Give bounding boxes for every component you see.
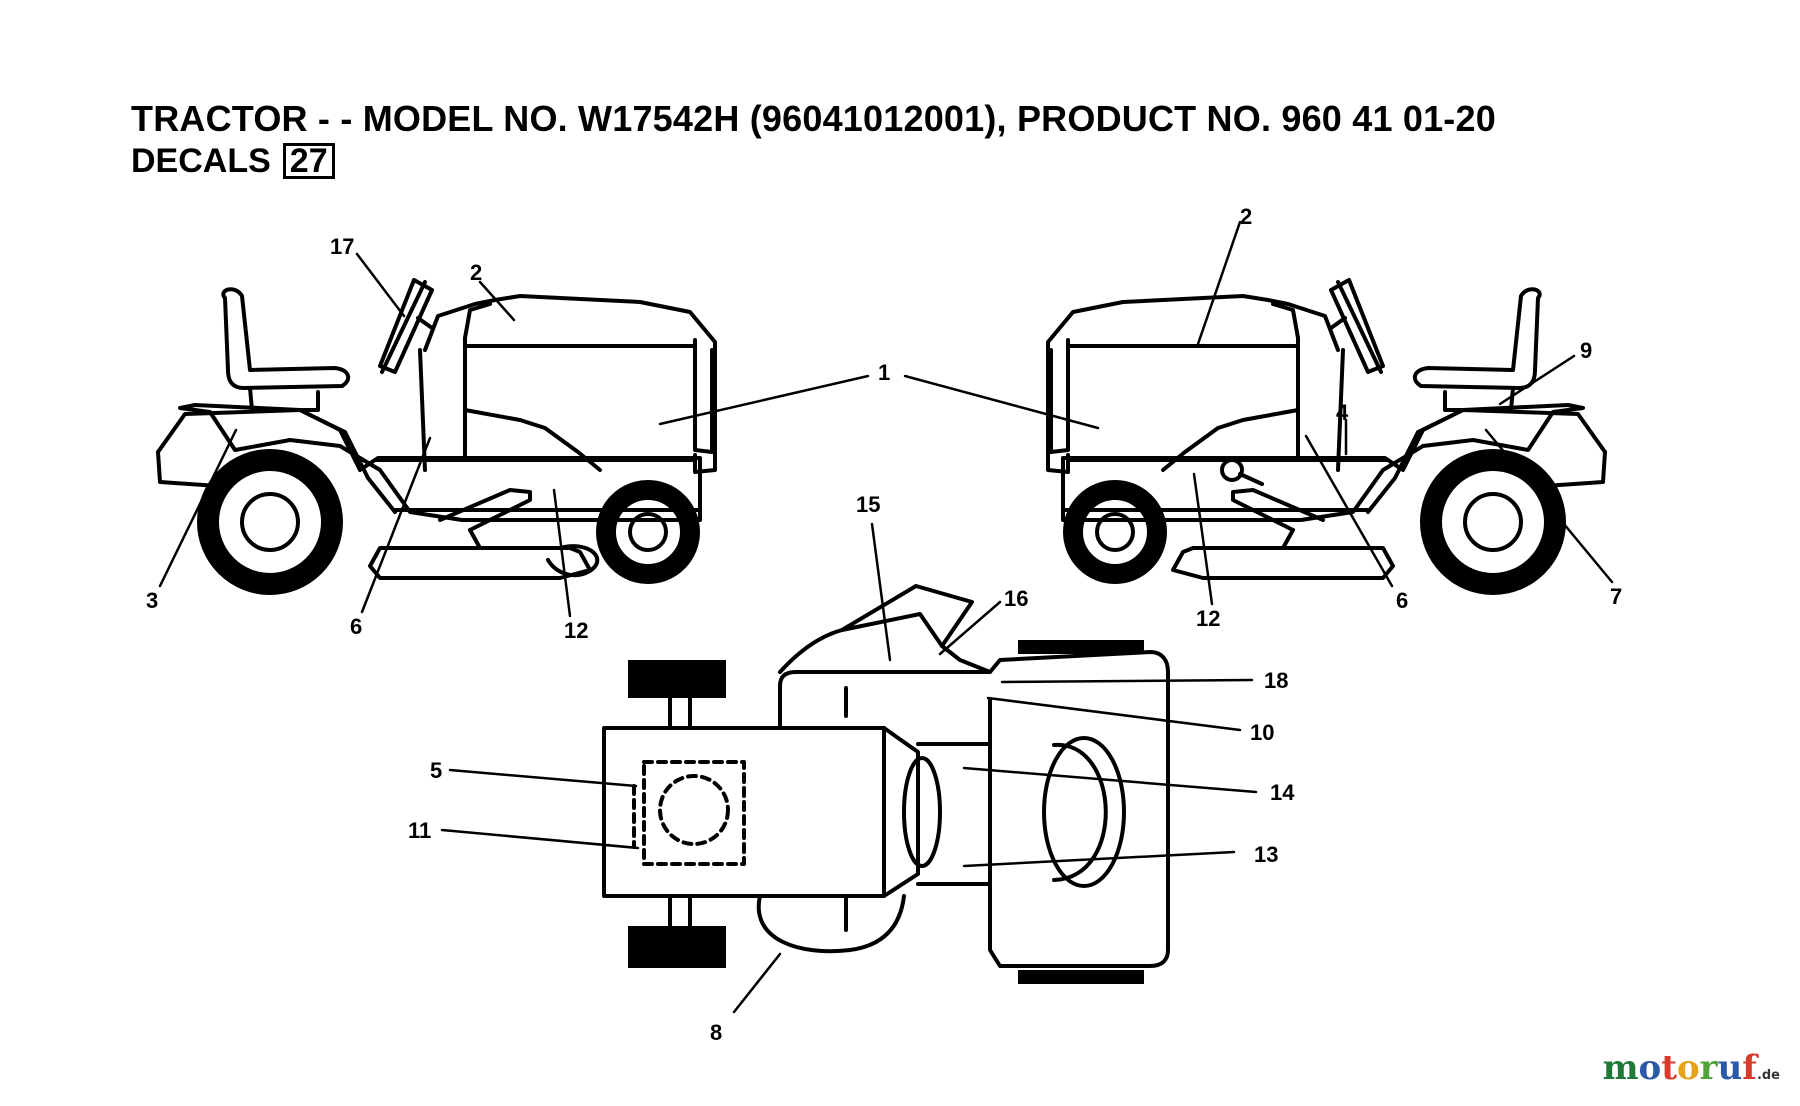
callout-3: 3 — [146, 588, 158, 613]
tractor-left-side-view — [156, 278, 717, 595]
callout-11: 11 — [408, 818, 431, 843]
callout-18: 18 — [1264, 668, 1288, 693]
callout-8: 8 — [710, 1020, 722, 1045]
callout-2-right: 2 — [1240, 204, 1252, 229]
callout-6-right: 6 — [1396, 588, 1408, 613]
section-number-box: 27 — [282, 143, 335, 179]
callout-16: 16 — [1004, 586, 1028, 611]
leader-lines — [158, 220, 1614, 1014]
callout-10: 10 — [1250, 720, 1274, 745]
callout-17: 17 — [330, 234, 354, 259]
callout-14: 14 — [1270, 780, 1295, 805]
callout-5: 5 — [430, 758, 442, 783]
callout-6-left: 6 — [350, 614, 362, 639]
callout-1: 1 — [878, 360, 890, 385]
callout-7: 7 — [1610, 584, 1622, 609]
section-name: DECALS — [131, 142, 271, 180]
section-label: DECALS 27 — [131, 142, 335, 181]
watermark-logo: motoruf.de — [1602, 1048, 1780, 1088]
callout-12-left: 12 — [564, 618, 588, 643]
callout-4: 4 — [1336, 400, 1349, 425]
callout-9: 9 — [1580, 338, 1592, 363]
callout-2-left: 2 — [470, 260, 482, 285]
callout-15: 15 — [856, 492, 880, 517]
callout-labels: 1 2 2 3 4 5 6 6 7 8 9 10 11 12 12 13 14 … — [146, 204, 1622, 1045]
tractor-right-side-view — [1046, 278, 1607, 595]
callout-13: 13 — [1254, 842, 1278, 867]
tractor-top-view — [602, 584, 1170, 984]
page-title: TRACTOR - - MODEL NO. W17542H (960410120… — [131, 98, 1496, 139]
callout-12-right: 12 — [1196, 606, 1220, 631]
ignition-key-icon — [1220, 458, 1244, 482]
